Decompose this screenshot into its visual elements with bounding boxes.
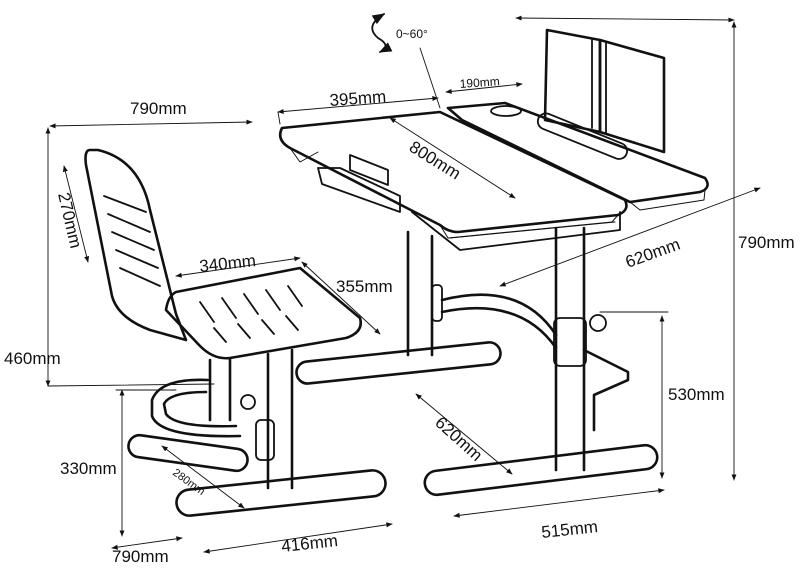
label-chair-base-width: 416mm — [280, 531, 338, 556]
label-desk-top-length: 800mm — [406, 137, 464, 183]
label-chair-overall-width: 790mm — [130, 99, 187, 118]
label-chair-seat-depth: 355mm — [336, 277, 393, 296]
chair-base-front — [175, 469, 387, 517]
chair-column — [208, 348, 294, 490]
height-knob — [589, 314, 607, 332]
label-desk-total-height: 790mm — [738, 233, 795, 252]
label-tilt-angle: 0~60° — [396, 27, 428, 41]
label-chair-footrest: 280mm — [170, 467, 207, 498]
label-desk-base-width: 515mm — [540, 517, 598, 542]
label-chair-seat-width: 340mm — [198, 251, 256, 276]
chair-drawing — [84, 148, 387, 517]
book-stand-right — [598, 38, 666, 154]
label-desk-base-depth: 620mm — [431, 413, 486, 465]
chair-seat — [164, 266, 362, 360]
desk-drawer — [317, 167, 401, 213]
desk-top-right — [446, 101, 709, 204]
label-chair-total-height: 460mm — [4, 349, 61, 368]
desk-base-right — [423, 443, 659, 497]
label-desk-top-left-width: 395mm — [329, 87, 387, 110]
chair-backrest — [84, 148, 188, 342]
desk-leg-left — [406, 230, 434, 357]
desk-drawing — [278, 28, 709, 497]
label-desk-depth: 620mm — [623, 235, 683, 272]
label-chair-seat-height: 330mm — [60, 459, 117, 478]
dimension-labels: 0~60° 395mm 190mm 800mm 620mm 790mm 530m… — [4, 27, 795, 566]
label-desk-leg-height: 530mm — [668, 385, 725, 404]
dimension-lines — [45, 13, 761, 554]
label-desk-top-right-width: 190mm — [459, 74, 500, 91]
chair-footrest — [150, 378, 242, 438]
desk-base-left — [295, 341, 502, 385]
label-chair-back-height: 270mm — [54, 191, 85, 251]
desk-footrest — [582, 348, 630, 432]
label-chair-base-depth: 790mm — [112, 547, 169, 566]
desk-crossbar — [440, 293, 558, 350]
desk-leg-right — [554, 226, 586, 472]
chair-base-back — [127, 433, 249, 473]
cup-hole — [490, 105, 522, 117]
